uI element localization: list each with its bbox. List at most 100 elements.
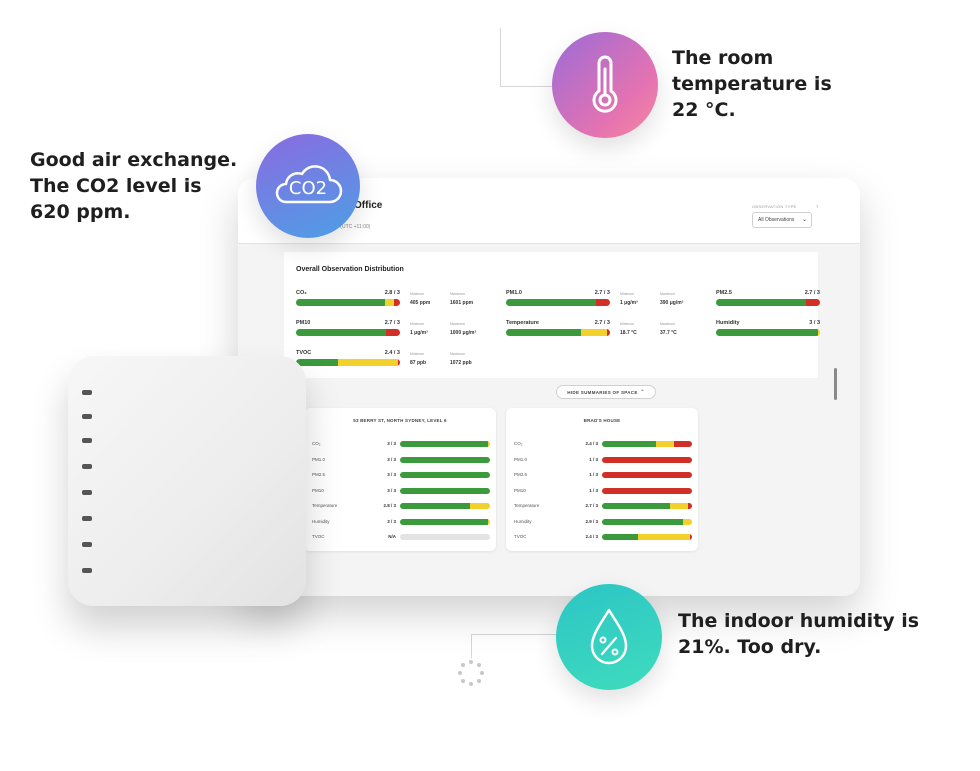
bar-segment-poor <box>687 503 692 509</box>
metric-score: 2.7 / 3 <box>594 290 610 296</box>
maximum-value: 1601 ppm <box>450 300 474 306</box>
space-metric-name: Temperature <box>514 503 540 508</box>
minimum-label: Minimum <box>410 292 425 296</box>
space-metric-bar <box>400 487 490 494</box>
bar-segment-poor <box>806 299 820 306</box>
bar-segment-fair <box>470 503 490 509</box>
bar-segment-poor <box>596 299 610 306</box>
space-metric-bar <box>400 534 490 540</box>
bar-segment-good <box>602 534 638 540</box>
space-metric-name: Humidity <box>312 518 330 524</box>
bar-segment-fair <box>656 441 674 447</box>
minimum-value: 18.7 °C <box>620 330 637 336</box>
space-metric-name: PM10 <box>312 487 324 493</box>
bar-segment-empty <box>400 534 490 540</box>
space-metric-name: PM1.0 <box>514 456 528 462</box>
metric-distribution-bar <box>716 299 820 306</box>
space-metric-bar <box>400 518 490 525</box>
metric-name: TVOC <box>296 350 312 356</box>
scrollbar[interactable] <box>834 368 837 400</box>
maximum-label: Maximum <box>450 292 466 296</box>
metric-score: 2.8 / 3 <box>384 290 400 296</box>
space-metric-score: 2.8 / 3 <box>383 503 396 508</box>
maximum-label: Maximum <box>660 292 676 296</box>
bar-segment-fair <box>817 329 820 336</box>
metric-name: PM2.5 <box>716 290 732 296</box>
space-metric-score: 2.4 / 3 <box>585 441 598 446</box>
space-metric-name: Humidity <box>514 518 532 524</box>
connector-line-temperature-vertical <box>500 28 501 86</box>
space-metric-bar <box>400 456 490 463</box>
humidity-callout: The indoor humidity is 21%. Too dry. <box>678 610 920 658</box>
space-metric-score: 1 / 3 <box>589 487 598 493</box>
space-card[interactable]: 53 BERRY ST, NORTH SYDNEY, LEVEL 6 CO₂ 3 /… <box>304 408 496 551</box>
bar-segment-good <box>602 518 683 525</box>
observation-type-select[interactable]: All Observations ⌄ <box>752 212 812 228</box>
bar-segment-poor <box>386 329 400 336</box>
space-metric-name: PM1.0 <box>312 456 326 462</box>
bar-segment-fair <box>488 518 490 525</box>
connector-line-temperature-horizontal <box>500 86 552 87</box>
vent-slot <box>82 390 92 395</box>
space-metric-row: PM10 1 / 3 <box>514 487 692 497</box>
bar-segment-poor <box>397 359 400 366</box>
bar-segment-good <box>400 441 489 447</box>
bar-segment-good <box>296 329 387 336</box>
space-metric-name: CO₂ <box>312 441 321 446</box>
bar-segment-good <box>602 503 670 509</box>
minimum-label: Minimum <box>620 292 635 296</box>
metric-minimum: Minimum 18.7 °C <box>620 320 660 344</box>
bar-segment-good <box>296 299 386 306</box>
bar-segment-poor <box>602 472 692 478</box>
maximum-label: Maximum <box>450 322 466 326</box>
bar-segment-good <box>296 359 338 366</box>
space-metric-name: PM2.5 <box>514 472 528 477</box>
connector-line-humidity-horizontal <box>471 634 559 635</box>
space-metric-score: 3 / 3 <box>387 518 396 524</box>
chevron-up-icon: ⌃ <box>640 389 645 394</box>
bar-segment-good <box>716 329 818 336</box>
distribution-title: Overall Observation Distribution <box>296 266 404 273</box>
dashboard-tablet: Office ia/Melbourne (UTC +11:00) OBSERVA… <box>238 178 860 596</box>
hide-summaries-button[interactable]: HIDE SUMMARIES OF SPACE ⌃ <box>556 385 656 399</box>
bar-segment-good <box>400 503 471 509</box>
hide-summaries-label: HIDE SUMMARIES OF SPACE <box>567 389 638 395</box>
bar-segment-good <box>716 299 807 306</box>
space-metric-name: PM10 <box>514 487 526 493</box>
space-metric-name: CO₂ <box>514 441 523 446</box>
co2-callout: Good air exchange. The CO2 level is 620 … <box>30 149 238 223</box>
bar-segment-fair <box>669 503 688 509</box>
metric-distribution-bar <box>506 329 610 336</box>
bar-segment-good <box>400 487 490 494</box>
bar-segment-good <box>400 472 490 478</box>
air-quality-sensor-device <box>68 356 306 606</box>
space-metric-bar <box>602 518 692 525</box>
space-metric-row: Temperature 2.7 / 3 <box>514 502 692 512</box>
space-metric-bar <box>602 534 692 540</box>
vent-slot <box>82 490 92 495</box>
bar-segment-good <box>602 441 656 447</box>
space-metric-score: 2.7 / 3 <box>585 503 598 508</box>
co2-icon-label: CO2 <box>288 177 328 199</box>
space-title: 53 BERRY ST, NORTH SYDNEY, LEVEL 6 <box>353 418 447 423</box>
space-metric-name: Temperature <box>312 503 338 508</box>
minimum-label: Minimum <box>620 322 635 326</box>
space-metric-name: PM2.5 <box>312 472 326 477</box>
bar-segment-fair <box>337 359 398 366</box>
